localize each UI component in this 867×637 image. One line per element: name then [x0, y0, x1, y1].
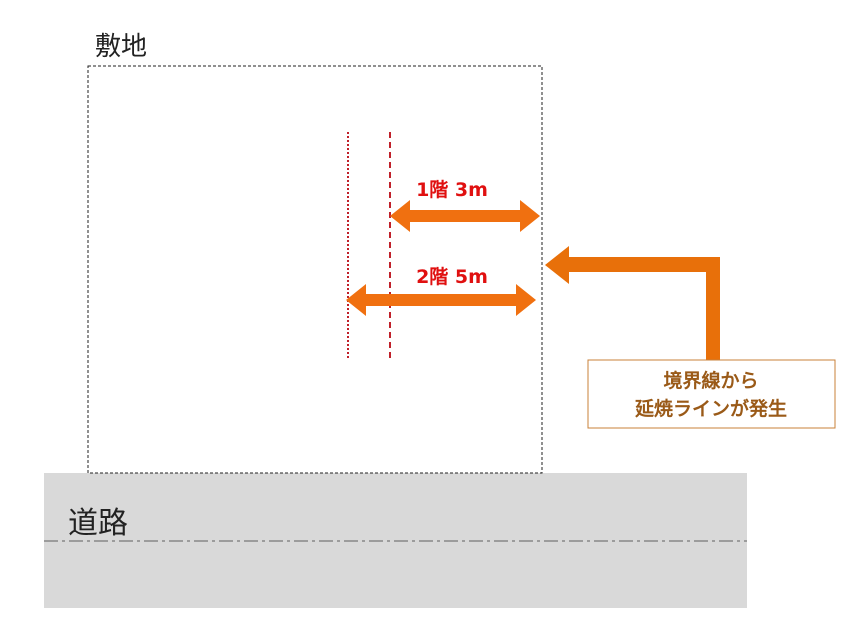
label-1f-3m: 1階 3m [416, 179, 488, 201]
site-boundary [87, 65, 543, 474]
double-arrow-1f [390, 200, 540, 232]
callout-box [587, 359, 836, 429]
road-label: 道路 [68, 506, 128, 541]
callout-line2: 延焼ラインが発生 [634, 397, 787, 420]
elbow-arrow [545, 246, 720, 360]
site-label: 敷地 [95, 32, 147, 62]
double-arrow-2f [346, 284, 536, 316]
callout-line1: 境界線から [663, 369, 758, 392]
label-2f-5m: 2階 5m [416, 266, 488, 288]
